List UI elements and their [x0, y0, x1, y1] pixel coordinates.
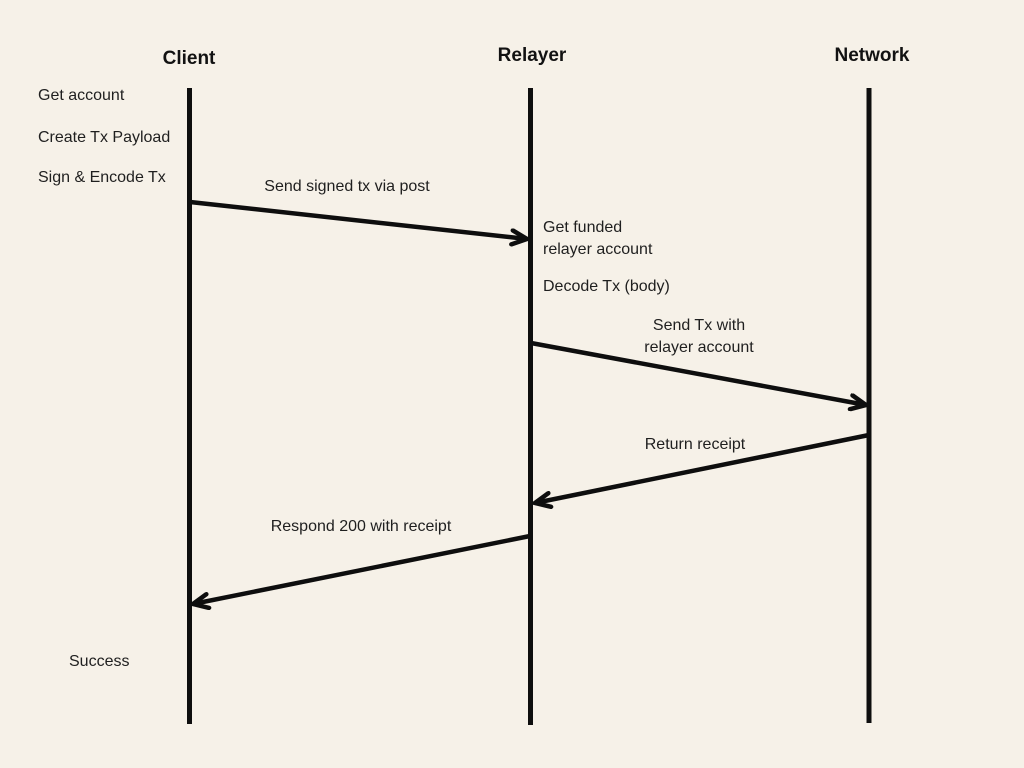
note-create-tx-payload: Create Tx Payload — [38, 129, 171, 146]
message-label-send-signed-tx: Send signed tx via post — [264, 178, 430, 195]
arrow-send-signed-tx — [189, 199, 527, 239]
note-success: Success — [69, 653, 130, 670]
arrow-return-receipt — [535, 432, 870, 503]
actor-relayer: Relayer — [497, 45, 567, 66]
actor-network: Network — [834, 45, 910, 66]
actor-client: Client — [162, 48, 216, 69]
arrow-respond-200 — [193, 533, 531, 604]
message-label-send-tx-relayer: Send Tx with relayer account — [644, 317, 754, 356]
note-get-account: Get account — [38, 87, 125, 104]
note-get-funded-relayer-account: Get funded relayer account — [543, 219, 653, 258]
message-label-respond-200: Respond 200 with receipt — [270, 518, 452, 535]
message-label-return-receipt: Return receipt — [644, 436, 746, 453]
note-decode-tx-body: Decode Tx (body) — [543, 278, 670, 295]
arrow-send-tx-relayer — [530, 340, 866, 405]
note-sign-encode-tx: Sign & Encode Tx — [38, 169, 166, 186]
